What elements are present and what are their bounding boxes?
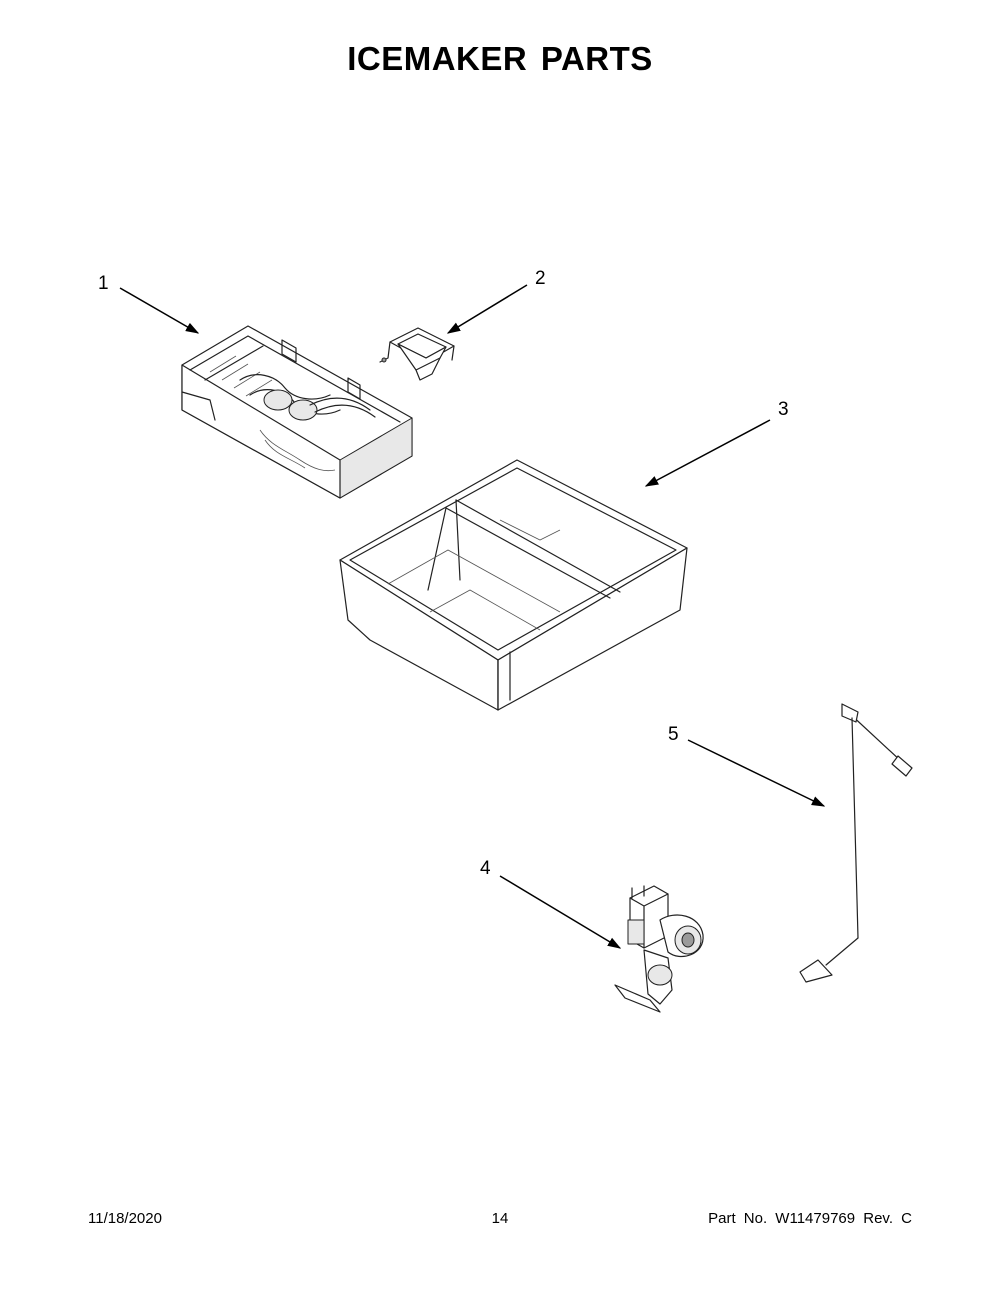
callout-number-1: 1	[98, 273, 109, 294]
callout-number-3: 3	[778, 399, 789, 420]
callout-arrow-1	[119, 287, 200, 334]
water-valve-illustration	[614, 885, 704, 1013]
ice-bin-illustration	[339, 459, 688, 711]
callout-arrow-2	[446, 284, 528, 334]
footer-date: 11/18/2020	[88, 1210, 162, 1227]
callout-number-2: 2	[535, 268, 546, 289]
footer-page-number: 14	[491, 1210, 509, 1227]
callout-arrow-3	[644, 419, 771, 487]
callout-number-4: 4	[480, 858, 491, 879]
icemaker-assembly-illustration	[181, 325, 413, 499]
fill-tube-illustration	[799, 703, 913, 983]
page-title: ICEMAKER PARTS	[347, 40, 653, 77]
footer-part-number: Part No. W11479769 Rev. C	[708, 1210, 912, 1227]
callout-arrow-5	[687, 739, 826, 807]
callout-number-5: 5	[668, 724, 679, 745]
callout-arrow-4	[499, 875, 622, 949]
funnel-bracket-illustration	[379, 327, 455, 381]
